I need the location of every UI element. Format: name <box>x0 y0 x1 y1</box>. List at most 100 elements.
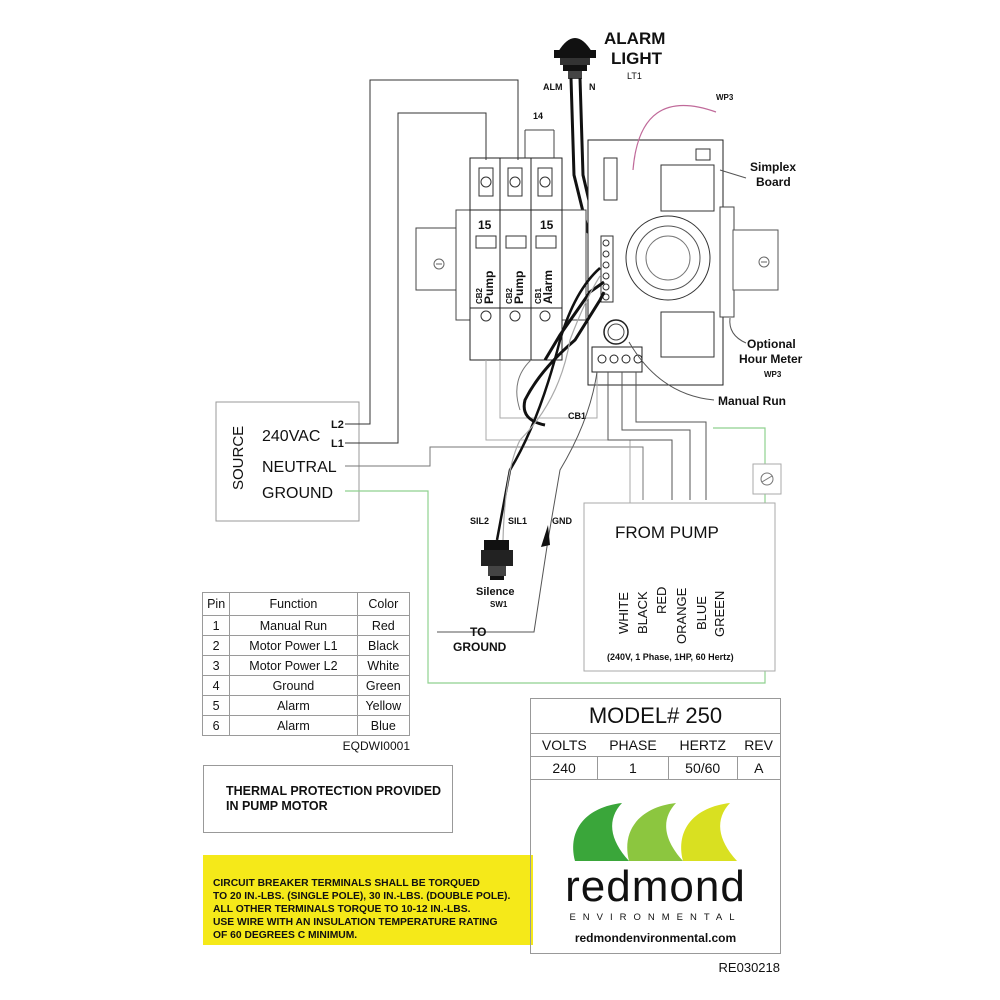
from-pump-box <box>583 502 776 672</box>
pin-cell: 3 <box>201 655 231 676</box>
wire-pump-blue <box>635 372 707 500</box>
cb1-wire-c <box>516 359 532 411</box>
warning-line: OF 60 DEGREES C MINIMUM. <box>213 930 358 941</box>
hour-meter-label-2: Hour Meter <box>739 352 803 366</box>
cb1-id: CB1 <box>534 287 543 304</box>
thermal-line-1: THERMAL PROTECTION PROVIDED <box>226 784 442 798</box>
wire-l2 <box>345 79 519 425</box>
n-label: N <box>589 82 596 92</box>
wire-pump-orange <box>621 372 691 500</box>
torque-warning-text: CIRCUIT BREAKER TERMINALS SHALL BE TORQU… <box>213 877 531 942</box>
ground-terminal-screw <box>760 472 774 486</box>
cb2b-id: CB2 <box>505 287 514 304</box>
gnd-wire <box>437 371 598 633</box>
sil2-label: SIL2 <box>470 516 489 526</box>
warning-line: USE WIRE WITH AN INSULATION TEMPERATURE … <box>213 917 498 928</box>
pin-table-header: Pin Function Color <box>201 592 411 616</box>
leaf-2 <box>627 803 683 861</box>
spec-value-row: 240 1 50/60 A <box>531 756 780 780</box>
source-l1: L1 <box>331 438 344 450</box>
color-cell: Green <box>356 675 411 696</box>
pump-wire-white: WHITE <box>616 592 631 634</box>
simplex-label-1: Simplex <box>750 160 796 174</box>
source-title: SOURCE <box>230 426 247 490</box>
hertz-header: HERTZ <box>679 737 726 753</box>
wire-pump-green <box>713 427 766 468</box>
manual-run-leader <box>628 341 715 401</box>
pin-table-code: EQDWI0001 <box>342 739 410 753</box>
wire-neutral <box>345 446 644 500</box>
phase-header: PHASE <box>609 737 657 753</box>
brand-sub: ENVIRONMENTAL <box>569 912 742 923</box>
cb2a-id: CB2 <box>475 287 484 304</box>
document-code: RE030218 <box>718 960 780 975</box>
wire-pump-red <box>607 372 673 500</box>
alarm-light-title-1: ALARM <box>604 29 665 48</box>
volts-value: 240 <box>531 756 598 780</box>
pin-cell: 6 <box>201 715 231 736</box>
simplex-label-2: Board <box>756 175 791 189</box>
source-ground: GROUND <box>262 485 333 502</box>
color-cell: Red <box>356 615 411 636</box>
leaf-1 <box>573 803 629 861</box>
pump-spec: (240V, 1 Phase, 1HP, 60 Hertz) <box>607 652 734 662</box>
gnd-arrow <box>541 525 550 547</box>
color-cell: Black <box>356 635 411 656</box>
breaker-rating-1: 15 <box>478 218 492 232</box>
breaker-rating-2: 15 <box>540 218 554 232</box>
thermal-note-box: THERMAL PROTECTION PROVIDED IN PUMP MOTO… <box>203 765 453 833</box>
color-header: Color <box>356 592 411 616</box>
pump-wire-black: BLACK <box>635 591 650 634</box>
color-cell: Blue <box>356 715 411 736</box>
function-cell: Alarm <box>229 695 358 716</box>
source-vac: 240VAC <box>262 428 320 445</box>
alarm-light-title-2: LIGHT <box>611 49 663 68</box>
sil1-label: SIL1 <box>508 516 527 526</box>
pin-header: Pin <box>201 592 231 616</box>
function-cell: Ground <box>229 675 358 696</box>
alm-label: ALM <box>543 82 563 92</box>
brand-name: redmond <box>565 862 746 911</box>
function-header: Function <box>229 592 358 616</box>
gnd-label: GND <box>552 516 573 526</box>
cb1-wire-a <box>543 280 605 361</box>
source-neutral: NEUTRAL <box>262 459 337 476</box>
hour-meter-id: WP3 <box>764 370 782 379</box>
rev-value: A <box>736 756 780 780</box>
simplex-board <box>587 139 779 386</box>
to-ground-2: GROUND <box>453 640 507 654</box>
cb1-wire-label: CB1 <box>568 411 586 421</box>
wire-cb-white <box>485 360 631 503</box>
redmond-leaf-logo <box>573 803 737 861</box>
silence-switch <box>481 540 513 580</box>
wp3-wire <box>632 104 717 171</box>
phase-value: 1 <box>597 756 669 780</box>
function-cell: Motor Power L1 <box>229 635 358 656</box>
pin-cell: 1 <box>201 615 231 636</box>
function-cell: Motor Power L2 <box>229 655 358 676</box>
cb2a-name: Pump <box>482 271 496 304</box>
wire-cb-2 <box>499 360 598 419</box>
from-pump-title: FROM PUMP <box>615 523 719 542</box>
source-box <box>215 401 360 522</box>
warning-line: ALL OTHER TERMINALS TORQUE TO 10-12 IN.-… <box>213 904 471 915</box>
manual-run-label: Manual Run <box>718 394 786 408</box>
brand-url[interactable]: redmondenvironmental.com <box>574 931 737 945</box>
thermal-note-text: THERMAL PROTECTION PROVIDED IN PUMP MOTO… <box>226 784 446 814</box>
cb1-name: Alarm <box>541 270 555 304</box>
alarm-light-id: LT1 <box>627 71 642 81</box>
source-l2: L2 <box>331 419 344 431</box>
wire-l1 <box>345 112 487 444</box>
cb2b-name: Pump <box>512 271 526 304</box>
color-cell: Yellow <box>356 695 411 716</box>
hour-meter-label-1: Optional <box>747 337 796 351</box>
wp3-top-label: WP3 <box>716 93 734 102</box>
sil-wire-black <box>495 267 601 541</box>
sil-wire-gray <box>502 275 601 541</box>
function-cell: Alarm <box>229 715 358 736</box>
spec-table: VOLTS PHASE HERTZ REV 240 1 50/60 A <box>531 734 780 780</box>
